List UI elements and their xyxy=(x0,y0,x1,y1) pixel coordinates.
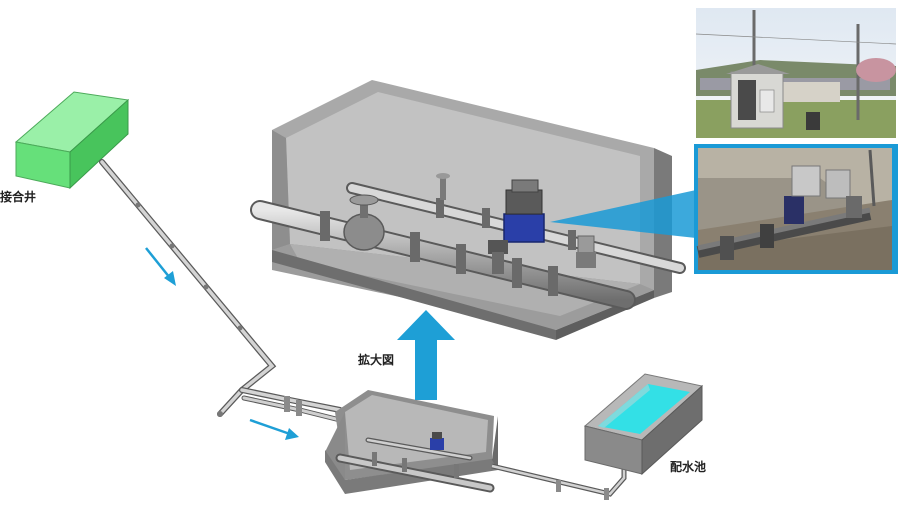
distribution-reservoir-label: 配水池 xyxy=(670,460,707,474)
main-pipeline xyxy=(99,159,343,423)
enlarged-view-label: 拡大図 xyxy=(358,353,395,367)
control-valve xyxy=(488,179,545,274)
small-valves xyxy=(436,173,596,268)
small-valve-chamber xyxy=(325,390,498,494)
outlet-pipeline xyxy=(491,463,627,500)
junction-well-label: 接合井 xyxy=(0,190,37,204)
valve-chamber-interior-photo xyxy=(694,144,898,274)
flow-arrow-lower xyxy=(249,418,299,440)
enlarge-arrow xyxy=(397,310,455,400)
large-chamber-flanges xyxy=(320,198,576,296)
junction-well xyxy=(14,91,130,190)
callout-pointer xyxy=(550,190,696,238)
distribution-reservoir xyxy=(583,373,704,476)
valve-house-exterior-photo xyxy=(695,8,897,138)
gate-valve xyxy=(343,194,385,251)
flow-arrow-upper xyxy=(145,247,176,286)
